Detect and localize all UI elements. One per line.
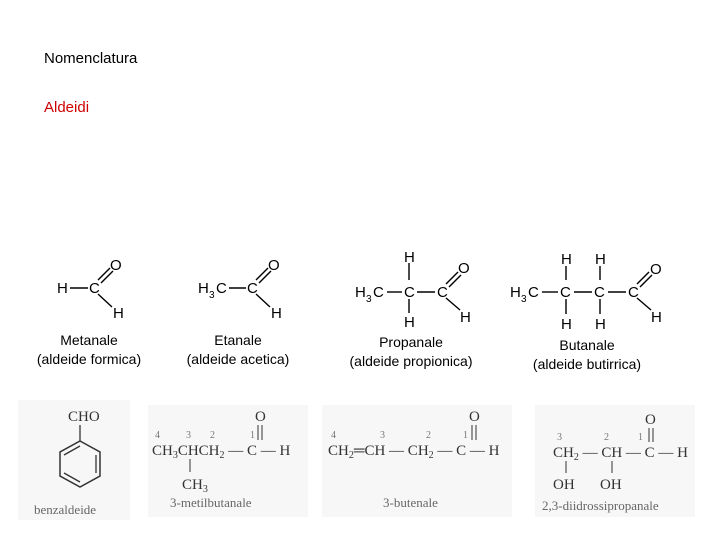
- svg-text:H: H: [355, 284, 366, 301]
- svg-text:C: C: [437, 284, 448, 301]
- svg-text:C: C: [89, 280, 100, 297]
- svg-text:H: H: [651, 309, 662, 326]
- svg-text:O: O: [110, 257, 122, 274]
- aldehyde-name-metanale: Metanale: [60, 332, 118, 348]
- svg-text:C: C: [628, 284, 639, 301]
- svg-text:O: O: [645, 412, 656, 428]
- svg-text:1: 1: [638, 432, 643, 443]
- svg-text:2: 2: [604, 432, 609, 443]
- svg-text:3: 3: [521, 294, 527, 305]
- svg-text:C: C: [560, 284, 571, 301]
- svg-text:O: O: [268, 257, 280, 274]
- structure-metanale: H C O H: [57, 257, 124, 322]
- svg-text:CH3CHCH2 — C — H: CH3CHCH2 — C — H: [152, 443, 291, 461]
- svg-text:H: H: [404, 314, 415, 331]
- svg-text:H: H: [595, 316, 606, 333]
- aldehyde-common-butanale: (aldeide butirrica): [533, 356, 641, 372]
- svg-text:H: H: [561, 251, 572, 268]
- slide-subtitle: Aldeidi: [44, 99, 90, 116]
- structure-propanale: H 3 C C H H C O H: [355, 249, 471, 331]
- svg-text:H: H: [57, 280, 68, 297]
- example-name-3-butenale: 3-butenale: [383, 495, 438, 510]
- svg-text:C: C: [247, 280, 258, 297]
- aldehyde-common-metanale: (aldeide formica): [37, 351, 141, 367]
- svg-text:H: H: [404, 249, 415, 266]
- svg-text:H: H: [271, 305, 282, 322]
- aldehyde-name-butanale: Butanale: [559, 337, 614, 353]
- svg-text:O: O: [255, 409, 266, 425]
- svg-text:1: 1: [463, 430, 468, 441]
- svg-text:OH: OH: [600, 477, 622, 493]
- svg-text:H: H: [113, 305, 124, 322]
- svg-text:H: H: [460, 309, 471, 326]
- aldehyde-name-propanale: Propanale: [379, 334, 443, 350]
- svg-text:OH: OH: [553, 477, 575, 493]
- svg-text:C: C: [594, 284, 605, 301]
- example-benzaldeide: CHO benzaldeide: [18, 400, 130, 520]
- svg-text:3: 3: [557, 432, 562, 443]
- svg-text:C: C: [404, 284, 415, 301]
- aldehyde-name-etanale: Etanale: [214, 332, 262, 348]
- cho-group-label: CHO: [68, 409, 100, 425]
- svg-text:1: 1: [250, 430, 255, 441]
- example-3-butenale: 4 3 2 1 O CH2═CH — CH2 — C — H 3-butenal…: [322, 405, 512, 517]
- svg-text:4: 4: [155, 430, 160, 441]
- svg-text:CH2 — CH — C — H: CH2 — CH — C — H: [553, 445, 688, 463]
- structure-etanale: H 3 C C O H: [198, 257, 282, 322]
- svg-text:3: 3: [380, 430, 385, 441]
- svg-text:CH2═CH — CH2 — C — H: CH2═CH — CH2 — C — H: [328, 443, 500, 461]
- svg-text:H: H: [198, 280, 209, 297]
- example-3-metilbutanale: 4 3 2 1 O CH3CHCH2 — C — H CH3 3-metilbu…: [148, 405, 308, 517]
- aldehyde-common-etanale: (aldeide acetica): [187, 351, 290, 367]
- svg-text:H: H: [595, 251, 606, 268]
- svg-text:C: C: [373, 284, 384, 301]
- svg-text:C: C: [216, 280, 227, 297]
- svg-text:CH3: CH3: [182, 477, 208, 495]
- svg-text:3: 3: [209, 290, 215, 301]
- benzene-ring: [59, 440, 101, 488]
- svg-text:4: 4: [331, 430, 336, 441]
- structure-butanale: H 3 C C H H C H H C O H: [510, 251, 662, 333]
- svg-text:O: O: [458, 260, 470, 277]
- example-name-benzaldeide: benzaldeide: [34, 502, 96, 517]
- example-name-2-3-diidrossipropanale: 2,3-diidrossipropanale: [542, 498, 659, 513]
- svg-text:O: O: [650, 261, 662, 278]
- svg-text:H: H: [561, 316, 572, 333]
- svg-text:H: H: [510, 284, 521, 301]
- aldehyde-common-propanale: (aldeide propionica): [350, 353, 473, 369]
- example-name-3-metilbutanale: 3-metilbutanale: [170, 495, 252, 510]
- svg-text:3: 3: [366, 294, 372, 305]
- svg-text:2: 2: [426, 430, 431, 441]
- svg-text:O: O: [469, 409, 480, 425]
- svg-text:3: 3: [186, 430, 191, 441]
- svg-text:C: C: [528, 284, 539, 301]
- svg-text:2: 2: [210, 430, 215, 441]
- slide-title: Nomenclatura: [44, 50, 138, 67]
- example-2-3-diidrossipropanale: 3 2 1 O CH2 — CH — C — H OH OH 2,3-diidr…: [535, 405, 695, 517]
